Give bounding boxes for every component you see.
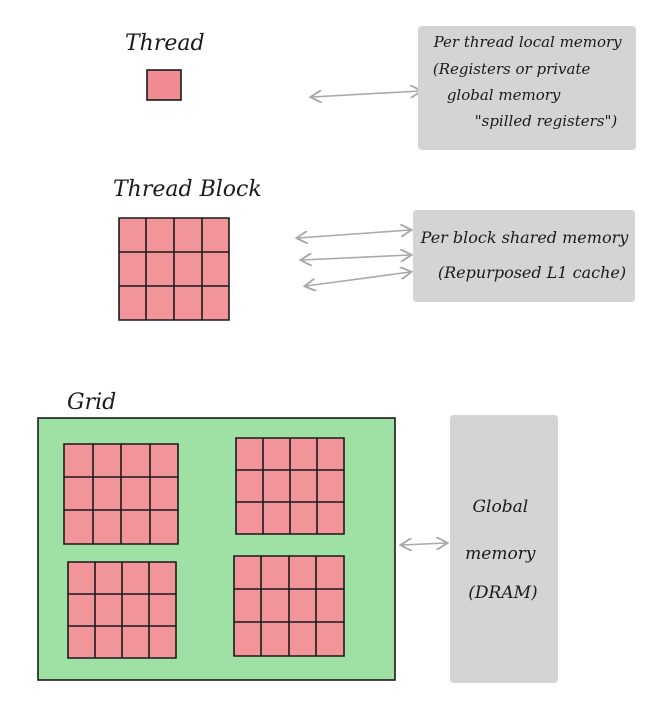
- thread-title: Thread: [125, 31, 205, 56]
- svg-text:Per thread local memory: Per thread local memory (Registers or pr…: [433, 33, 627, 130]
- grid-block-bottom-left: [67, 561, 177, 659]
- block-memory-arrows: [298, 230, 410, 286]
- block-memory-line: Per block shared memory: [420, 228, 630, 247]
- grid-block-bottom-right: [233, 555, 345, 657]
- grid-block-top-left: [63, 443, 179, 545]
- thread-memory-line: global memory: [447, 86, 561, 104]
- block-memory-line: (Repurposed L1 cache): [438, 263, 626, 282]
- grid-block-top-right: [235, 437, 345, 535]
- svg-text:Per block shared memory: Per block shared memory (Repurposed L1 c…: [420, 228, 634, 282]
- thread-local-memory-box: Per thread local memory (Registers or pr…: [418, 26, 636, 150]
- global-memory-line: memory: [465, 544, 536, 564]
- thread-memory-arrow: [312, 91, 420, 97]
- thread-memory-line: "spilled registers"): [475, 112, 618, 130]
- thread-memory-line: (Registers or private: [433, 60, 591, 78]
- block-title: Thread Block: [113, 177, 262, 202]
- grid-title: Grid: [67, 390, 116, 415]
- block-shared-memory-box: Per block shared memory (Repurposed L1 c…: [413, 210, 635, 302]
- thread-memory-line: Per thread local memory: [433, 33, 623, 51]
- global-memory-line: (DRAM): [468, 583, 537, 603]
- svg-text:Global memory (DRA: Global memory (DRAM): [465, 497, 541, 603]
- thread-block-grid: [118, 217, 230, 321]
- grid-memory-arrow: [402, 543, 446, 545]
- global-memory-line: Global: [472, 497, 528, 517]
- thread-square: [146, 69, 182, 101]
- global-memory-box: Global memory (DRAM): [450, 415, 558, 683]
